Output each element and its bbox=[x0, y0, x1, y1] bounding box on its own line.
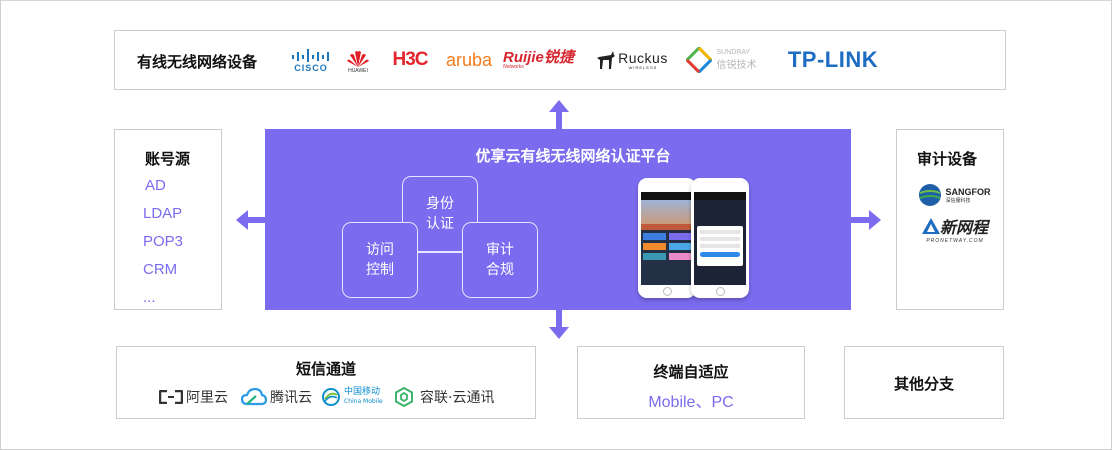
account-source-item: AD bbox=[145, 177, 166, 194]
sms-provider-ronglian: 容联·云通讯 bbox=[394, 387, 494, 407]
china-mobile-icon bbox=[322, 388, 340, 406]
connector-line bbox=[417, 251, 463, 253]
account-sources-panel: 账号源 AD LDAP POP3 CRM ... bbox=[114, 129, 222, 310]
account-source-item: ... bbox=[143, 289, 156, 306]
sms-provider-china-mobile: 中国移动 China Mobile bbox=[321, 387, 383, 407]
ronglian-icon bbox=[395, 387, 413, 407]
sms-channel-panel: 短信通道 阿里云 腾讯云 中国移动 China Mobile bbox=[116, 346, 536, 419]
terminal-adaptive-title: 终端自适应 bbox=[653, 363, 729, 381]
ruckus-sub: WIRELESS bbox=[628, 64, 658, 70]
sangfor-logo: SANGFOR 深信服科技 bbox=[915, 182, 993, 208]
huawei-petals-icon bbox=[347, 51, 369, 67]
ruckus-logo: Ruckus WIRELESS bbox=[593, 45, 671, 75]
cisco-text: CISCO bbox=[294, 63, 328, 73]
identity-auth-line1: 身份 bbox=[426, 196, 454, 212]
h3c-logo: H3C bbox=[387, 49, 433, 71]
other-branches-title: 其他分支 bbox=[893, 375, 954, 393]
sundray-text: SUNDRAY bbox=[716, 49, 751, 56]
terminal-adaptive-panel: 终端自适应 Mobile、PC bbox=[577, 346, 805, 419]
pronetway-text: 新网程 bbox=[939, 218, 988, 237]
tplink-logo: TP-LINK bbox=[767, 45, 899, 75]
audit-compliance-line2: 合规 bbox=[486, 262, 514, 278]
arrow-left-icon bbox=[236, 210, 266, 230]
sangfor-globe-icon bbox=[918, 184, 941, 206]
sundray-sub: 信锐技术 bbox=[716, 60, 757, 71]
arrow-down-icon bbox=[549, 309, 569, 339]
account-sources-list: AD LDAP POP3 CRM ... bbox=[143, 176, 183, 316]
tencent-cloud-icon bbox=[241, 388, 267, 406]
tplink-text: TP-LINK bbox=[787, 47, 879, 72]
ruckus-dog-icon bbox=[597, 51, 616, 69]
account-sources-title: 账号源 bbox=[145, 150, 191, 168]
access-control-line1: 访问 bbox=[366, 242, 394, 258]
ruijie-text: Ruijie锐捷 bbox=[503, 49, 574, 66]
terminal-adaptive-subtitle: Mobile、PC bbox=[648, 394, 734, 411]
sms-provider-aliyun: 阿里云 bbox=[159, 387, 228, 407]
phone-mockup-portal bbox=[638, 178, 696, 298]
access-control-block: 访问 控制 bbox=[342, 222, 418, 298]
account-source-item: LDAP bbox=[143, 205, 183, 222]
other-branches-panel: 其他分支 bbox=[844, 346, 1004, 419]
network-devices-title: 有线无线网络设备 bbox=[137, 53, 258, 71]
network-devices-panel: 有线无线网络设备 CISCO HUAWEI H3C aruba bbox=[114, 30, 1006, 90]
account-source-item: CRM bbox=[143, 261, 178, 278]
audit-compliance-line1: 审计 bbox=[486, 242, 514, 258]
china-mobile-sub: China Mobile bbox=[344, 398, 383, 405]
ruijie-logo: Ruijie锐捷 Networks bbox=[503, 47, 581, 73]
pronetway-sub: PRONETWAY.COM bbox=[926, 238, 984, 244]
access-control-line2: 控制 bbox=[366, 262, 394, 278]
arrow-right-icon bbox=[851, 210, 881, 230]
pronetway-logo: 新网程 PRONETWAY.COM bbox=[915, 214, 995, 244]
phone-mockup-login bbox=[691, 178, 749, 298]
sangfor-text: SANGFOR bbox=[945, 186, 991, 197]
ruijie-sub: Networks bbox=[503, 64, 524, 70]
account-source-item: POP3 bbox=[143, 233, 184, 250]
aruba-logo: aruba bbox=[441, 47, 497, 73]
huawei-logo: HUAWEI bbox=[344, 47, 372, 77]
audit-devices-title: 审计设备 bbox=[917, 150, 978, 168]
platform-title: 优享云有线无线网络认证平台 bbox=[475, 147, 671, 165]
auth-platform-panel: 优享云有线无线网络认证平台 身份 认证 访问 控制 审计 合规 bbox=[265, 129, 851, 310]
cisco-bars-icon bbox=[292, 49, 329, 62]
pronetway-triangle-icon bbox=[921, 218, 940, 234]
ruckus-text: Ruckus bbox=[618, 49, 668, 66]
audit-compliance-block: 审计 合规 bbox=[462, 222, 538, 298]
aruba-text: aruba bbox=[445, 49, 493, 70]
aliyun-icon bbox=[159, 390, 183, 404]
sangfor-sub: 深信服科技 bbox=[945, 197, 971, 204]
audit-devices-panel: 审计设备 SANGFOR 深信服科技 新网程 PRONETWAY.COM bbox=[896, 129, 1004, 310]
sms-channel-title: 短信通道 bbox=[295, 360, 356, 378]
sms-provider-tencent: 腾讯云 bbox=[241, 387, 312, 407]
arrow-up-icon bbox=[549, 100, 569, 130]
cisco-logo: CISCO bbox=[289, 45, 333, 77]
sundray-diamond-icon bbox=[685, 47, 712, 73]
identity-auth-line2: 认证 bbox=[426, 216, 454, 232]
china-mobile-text: 中国移动 bbox=[344, 387, 381, 397]
ronglian-text: 容联·云通讯 bbox=[420, 390, 495, 406]
tencent-cloud-text: 腾讯云 bbox=[270, 390, 312, 406]
aliyun-text: 阿里云 bbox=[186, 390, 228, 406]
h3c-text: H3C bbox=[392, 49, 428, 70]
huawei-text: HUAWEI bbox=[348, 68, 368, 74]
sundray-logo: SUNDRAY 信锐技术 bbox=[681, 45, 761, 75]
